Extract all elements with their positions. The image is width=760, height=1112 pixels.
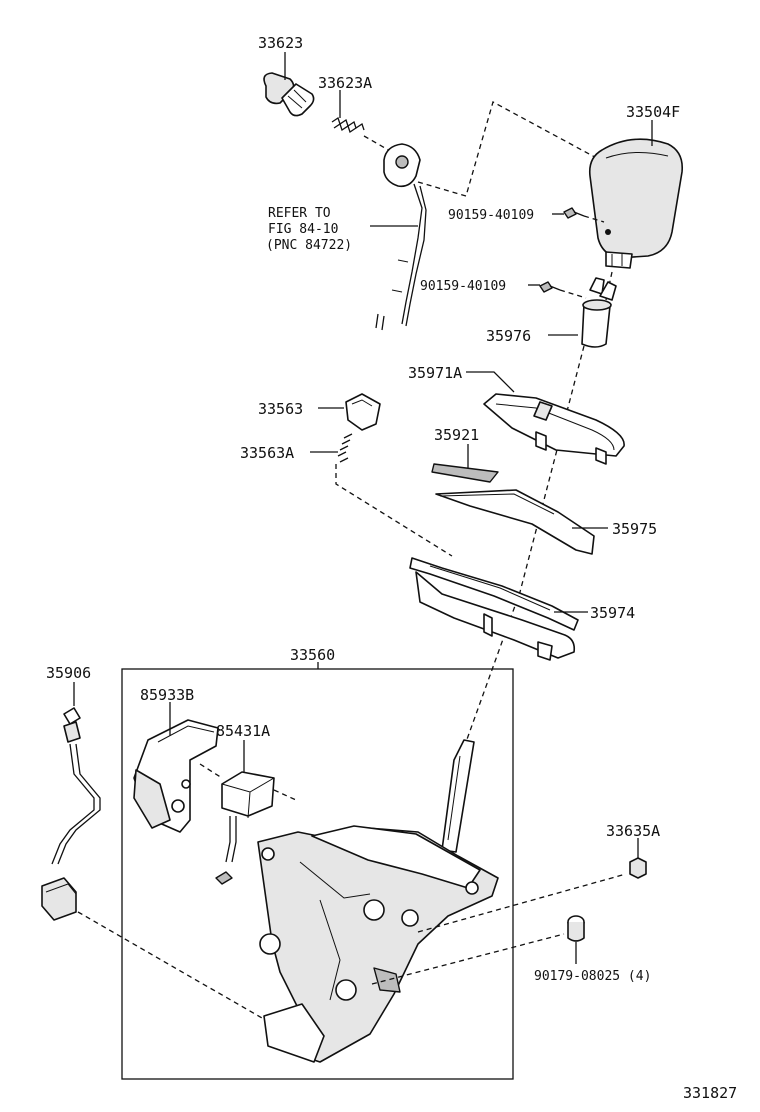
label-85431A: 85431A <box>216 722 270 740</box>
plate-35921 <box>431 463 499 483</box>
label-90159-upper: 90159-40109 <box>448 208 534 223</box>
bulb-33623 <box>263 72 315 117</box>
label-33504F: 33504F <box>626 103 680 121</box>
label-refer-line3: (PNC 84722) <box>266 238 352 253</box>
label-35975: 35975 <box>612 520 657 538</box>
spring-33563A <box>337 433 353 463</box>
label-35921: 35921 <box>434 426 479 444</box>
label-33623A: 33623A <box>318 74 372 92</box>
switch-85431A <box>215 771 275 885</box>
knob-33504F <box>588 138 684 269</box>
nut-33635A <box>629 857 647 879</box>
collar-90179 <box>567 915 585 942</box>
label-90179: 90179-08025 (4) <box>534 969 651 984</box>
bracket-85933B <box>133 719 219 833</box>
sensor-35906 <box>41 707 101 921</box>
diagram-id: 331827 <box>683 1084 737 1102</box>
housing-35971A <box>483 393 625 465</box>
pin-33563 <box>345 393 381 431</box>
label-35971A: 35971A <box>408 364 462 382</box>
spring-33623A <box>331 116 365 134</box>
label-35974: 35974 <box>590 604 635 622</box>
screw-lower <box>539 281 561 293</box>
shift-base-assembly <box>257 739 499 1063</box>
label-33560: 33560 <box>290 646 335 664</box>
label-33623: 33623 <box>258 34 303 52</box>
label-85933B: 85933B <box>140 686 194 704</box>
label-35976: 35976 <box>486 327 531 345</box>
adapter-35976 <box>581 277 617 348</box>
label-35906: 35906 <box>46 664 91 682</box>
cover-35975 <box>435 489 595 555</box>
screw-upper <box>563 207 585 219</box>
guide-35974 <box>409 557 579 661</box>
label-33563: 33563 <box>258 400 303 418</box>
label-33563A: 33563A <box>240 444 294 462</box>
label-33635A: 33635A <box>606 822 660 840</box>
label-refer-line2: FIG 84-10 <box>268 222 338 237</box>
label-refer-line1: REFER TO <box>268 206 331 221</box>
socket-harness <box>375 143 427 331</box>
label-90159-lower: 90159-40109 <box>420 279 506 294</box>
